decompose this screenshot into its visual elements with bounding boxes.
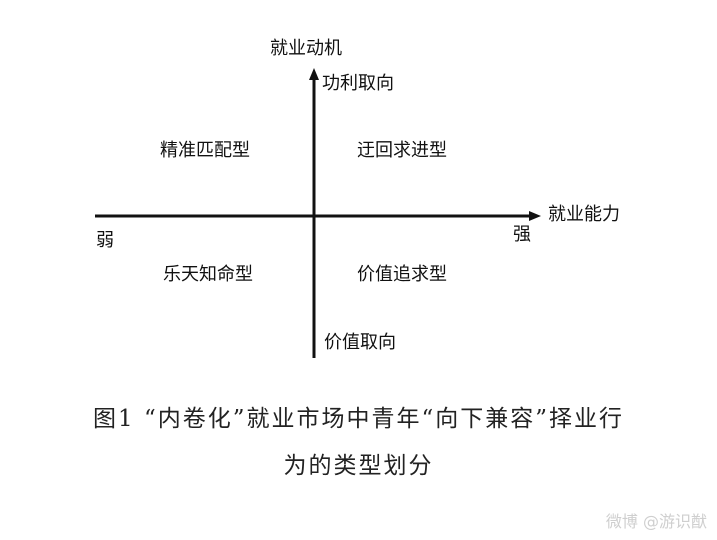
quadrant-bottom-left: 乐天知命型 — [163, 264, 253, 285]
quadrant-bottom-right: 价值追求型 — [357, 264, 447, 285]
watermark: 微博 @游识猷 — [605, 512, 707, 531]
y-axis-bottom-label: 价值取向 — [324, 332, 396, 353]
x-axis-arrowhead — [529, 211, 541, 221]
figure-caption-line-2: 为的类型划分 — [283, 453, 434, 479]
quadrant-top-right: 迂回求进型 — [357, 140, 447, 161]
figure-caption-line-1: 图1 “内卷化”就业市场中青年“向下兼容”择业行 — [93, 406, 624, 432]
y-axis-arrowhead — [309, 68, 319, 80]
x-axis-title: 就业能力 — [548, 204, 620, 225]
y-axis-title: 就业动机 — [270, 38, 342, 59]
y-axis-top-label: 功利取向 — [322, 73, 394, 94]
x-axis-left-label: 弱 — [96, 230, 114, 251]
quadrant-top-left: 精准匹配型 — [160, 140, 250, 161]
x-axis-right-label: 强 — [513, 224, 531, 245]
